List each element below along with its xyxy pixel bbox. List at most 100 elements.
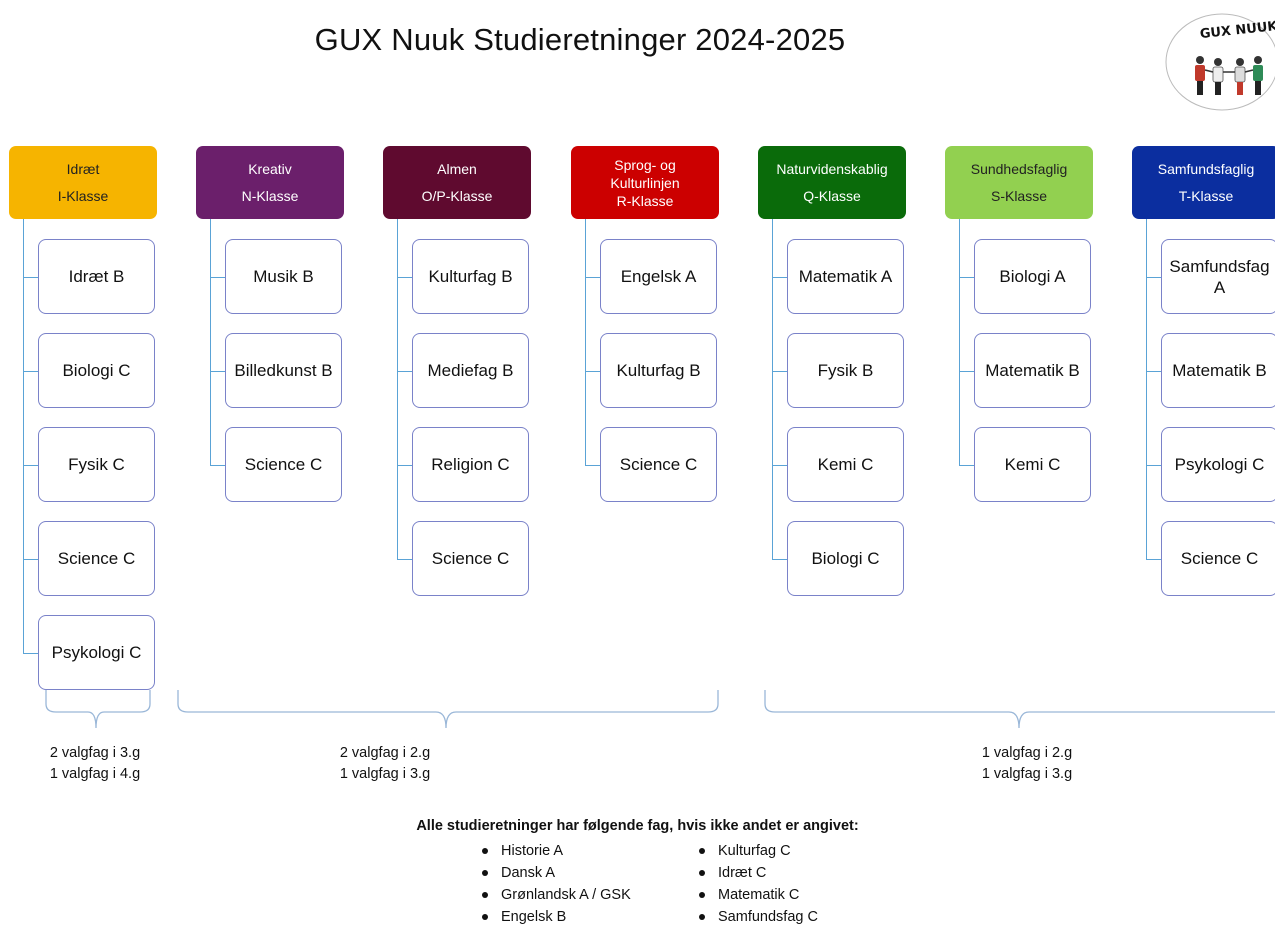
subject-box: Religion C — [412, 427, 529, 502]
elective-line: 2 valgfag i 2.g — [339, 745, 431, 761]
connector-tick — [772, 464, 788, 466]
brace-1 — [45, 690, 151, 729]
list-item: Engelsk B — [479, 906, 631, 928]
subject-box: Biologi A — [974, 239, 1091, 314]
list-item: Kulturfag C — [696, 840, 818, 862]
header-line: Q-Klasse — [803, 187, 861, 204]
school-logo: GUX NUUK — [1165, 13, 1275, 111]
header-line: Kreativ — [248, 160, 292, 177]
page-title: GUX Nuuk Studieretninger 2024-2025 — [314, 22, 846, 57]
connector-tick — [23, 558, 39, 560]
elective-line: 1 valgfag i 3.g — [981, 766, 1073, 782]
elective-line: 1 valgfag i 4.g — [49, 766, 141, 782]
connector-tick — [23, 370, 39, 372]
elective-note-1: 2 valgfag i 3.g 1 valgfag i 4.g — [20, 743, 170, 785]
common-subjects-right: Kulturfag C Idræt C Matematik C Samfunds… — [696, 840, 818, 928]
connector-tick — [585, 276, 601, 278]
subject-box: Fysik C — [38, 427, 155, 502]
connector-line — [772, 219, 773, 559]
list-item: Grønlandsk A / GSK — [479, 884, 631, 906]
subject-box: Biologi C — [787, 521, 904, 596]
connector-tick — [397, 464, 413, 466]
elective-line: 1 valgfag i 3.g — [339, 766, 431, 782]
subject-box: Psykologi C — [38, 615, 155, 690]
list-item: Historie A — [479, 840, 631, 862]
subject-box: Musik B — [225, 239, 342, 314]
connector-tick — [1146, 464, 1162, 466]
connector-tick — [397, 276, 413, 278]
header-line: Idræt — [66, 160, 100, 177]
subject-box: Science C — [38, 521, 155, 596]
connector-tick — [210, 370, 226, 372]
connector-tick — [23, 464, 39, 466]
header-line: Sprog- og — [614, 156, 676, 173]
header-line: Sundhedsfaglig — [970, 160, 1068, 177]
header-line: O/P-Klasse — [421, 187, 493, 204]
connector-line — [23, 219, 24, 653]
common-subjects-left: Historie A Dansk A Grønlandsk A / GSK En… — [479, 840, 631, 928]
header-line: Kulturlinjen — [610, 174, 680, 191]
header-line: S-Klasse — [990, 187, 1048, 204]
subject-box: Billedkunst B — [225, 333, 342, 408]
header-line: Almen — [437, 160, 477, 177]
connector-tick — [210, 276, 226, 278]
header-line: N-Klasse — [241, 187, 299, 204]
subject-box: Matematik A — [787, 239, 904, 314]
connector-tick — [397, 558, 413, 560]
people-icon — [1195, 56, 1263, 95]
subject-box: Biologi C — [38, 333, 155, 408]
connector-tick — [397, 370, 413, 372]
connector-line — [959, 219, 960, 465]
brace-3 — [764, 690, 1275, 729]
subject-box: Psykologi C — [1161, 427, 1275, 502]
subject-box: Kemi C — [787, 427, 904, 502]
connector-tick — [585, 370, 601, 372]
subject-box: Fysik B — [787, 333, 904, 408]
connector-tick — [959, 370, 975, 372]
brace-2 — [177, 690, 719, 729]
subject-box: Science C — [1161, 521, 1275, 596]
connector-tick — [959, 464, 975, 466]
subject-box: Engelsk A — [600, 239, 717, 314]
connector-line — [1146, 219, 1147, 559]
list-item: Idræt C — [696, 862, 818, 884]
connector-line — [397, 219, 398, 559]
list-item: Samfundsfag C — [696, 906, 818, 928]
connector-line — [210, 219, 211, 465]
subject-box: Science C — [412, 521, 529, 596]
header-line: I-Klasse — [57, 187, 109, 204]
connector-tick — [772, 558, 788, 560]
connector-tick — [1146, 276, 1162, 278]
connector-tick — [23, 652, 39, 654]
header-line: Samfundsfaglig — [1157, 160, 1255, 177]
connector-tick — [959, 276, 975, 278]
connector-line — [585, 219, 586, 465]
elective-line: 2 valgfag i 3.g — [49, 745, 141, 761]
subject-box: Samfundsfag A — [1161, 239, 1275, 314]
connector-tick — [1146, 558, 1162, 560]
connector-tick — [585, 464, 601, 466]
elective-note-3: 1 valgfag i 2.g 1 valgfag i 3.g — [952, 743, 1102, 785]
subject-box: Matematik B — [1161, 333, 1275, 408]
connector-tick — [772, 370, 788, 372]
subject-box: Kemi C — [974, 427, 1091, 502]
subject-box: Idræt B — [38, 239, 155, 314]
header-line: R-Klasse — [616, 192, 674, 209]
list-item: Dansk A — [479, 862, 631, 884]
subject-box: Mediefag B — [412, 333, 529, 408]
subject-box: Kulturfag B — [600, 333, 717, 408]
list-item: Matematik C — [696, 884, 818, 906]
header-line: Naturvidenskablig — [776, 160, 888, 177]
connector-tick — [23, 276, 39, 278]
subject-box: Science C — [225, 427, 342, 502]
header-line: T-Klasse — [1178, 187, 1234, 204]
subject-box: Science C — [600, 427, 717, 502]
connector-tick — [210, 464, 226, 466]
